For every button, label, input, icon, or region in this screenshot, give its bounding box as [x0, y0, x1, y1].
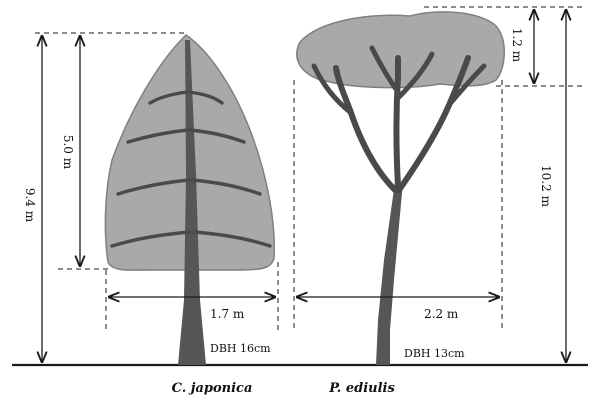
tree-p-ediulis [297, 12, 504, 365]
tree-c-japonica [105, 35, 274, 365]
trunk-p-ediulis [376, 182, 403, 365]
label-height-p-ediulis: 10.2 m [539, 165, 553, 208]
label-crown-width-p-ediulis: 2.2 m [424, 307, 459, 321]
species-label-c-japonica: C. japonica [172, 381, 253, 396]
label-dbh-p-ediulis: DBH 13cm [404, 347, 465, 360]
label-height-c-japonica: 9.4 m [23, 188, 37, 223]
label-crown-length-c-japonica: 5.0 m [61, 135, 75, 170]
label-crown-length-p-ediulis: 1.2 m [510, 28, 524, 63]
label-dbh-c-japonica: DBH 16cm [210, 342, 271, 355]
species-label-p-ediulis: P. ediulis [328, 381, 395, 396]
label-crown-width-c-japonica: 1.7 m [210, 307, 245, 321]
